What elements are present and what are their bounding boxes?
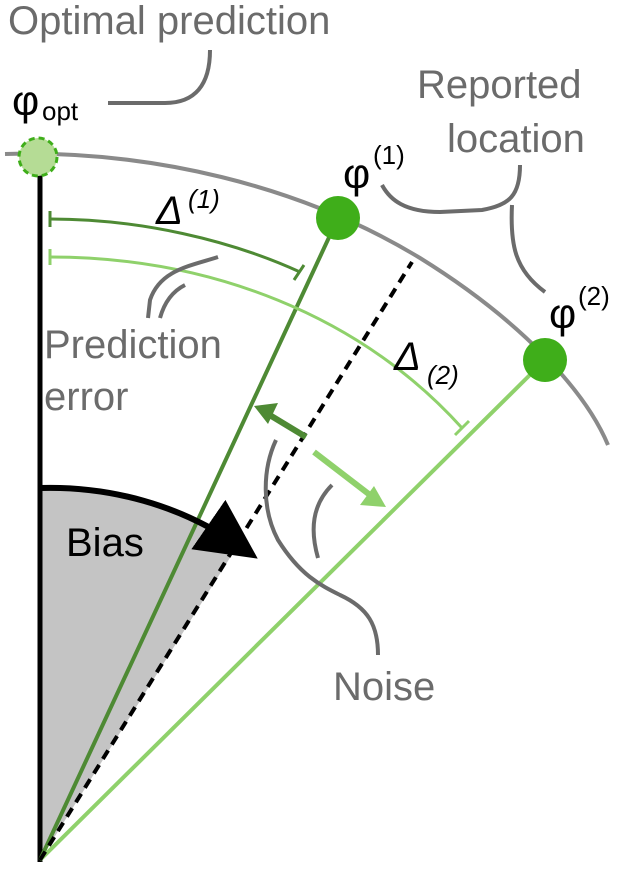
ray-phi-2 — [38, 358, 547, 862]
reported-point-1 — [316, 196, 360, 240]
optimal-point — [17, 136, 59, 178]
reported-location-callout — [380, 164, 522, 215]
noise-label: Noise — [333, 665, 435, 709]
reported-point-2 — [523, 338, 567, 382]
phi-1-superscript: (1) — [373, 140, 405, 170]
noise-callout-right — [311, 483, 334, 559]
prediction-error-arc-1-end-tick — [292, 264, 306, 281]
phi-2-superscript: (2) — [578, 281, 610, 311]
prediction-error-arc-2-end-tick — [453, 419, 471, 437]
bias-wedge — [40, 487, 238, 860]
prediction-error-label-line1: Prediction — [44, 323, 222, 367]
prediction-error-callout-1 — [146, 255, 219, 319]
phi-opt-subscript: opt — [42, 96, 79, 126]
noise-arrow-1 — [266, 411, 308, 440]
phi-opt-symbol: φ — [12, 77, 39, 124]
delta-1-symbol: Δ — [155, 189, 183, 233]
ray-phi-1 — [38, 217, 340, 861]
noise-callout-left — [263, 439, 380, 656]
prediction-error-callout-2 — [158, 283, 186, 319]
delta-2-symbol: Δ — [393, 335, 421, 379]
prediction-error-arc-1 — [49, 217, 301, 274]
noise-arrow-1-head — [254, 403, 278, 424]
bias-arrow — [39, 484, 258, 559]
mean-ray-dashed — [38, 260, 414, 862]
phi-1-symbol: φ — [343, 150, 370, 197]
reported-location-callout-2 — [509, 204, 547, 294]
optimal-prediction-label: Optimal prediction — [8, 0, 330, 43]
reported-location-label-line2: location — [447, 117, 585, 161]
optimal-prediction-callout — [108, 49, 212, 105]
prediction-error-arc-2 — [49, 255, 464, 430]
delta-2-superscript: (2) — [427, 360, 459, 390]
noise-arrow-2 — [312, 449, 372, 498]
reported-location-label-line1: Reported — [417, 63, 582, 107]
noise-arrow-2-head — [360, 486, 386, 507]
phi-2-symbol: φ — [549, 290, 576, 337]
delta-1-superscript: (1) — [188, 184, 220, 214]
bias-label: Bias — [66, 521, 144, 565]
reported-location-circle — [4, 151, 610, 446]
prediction-error-label-line2: error — [44, 375, 128, 419]
